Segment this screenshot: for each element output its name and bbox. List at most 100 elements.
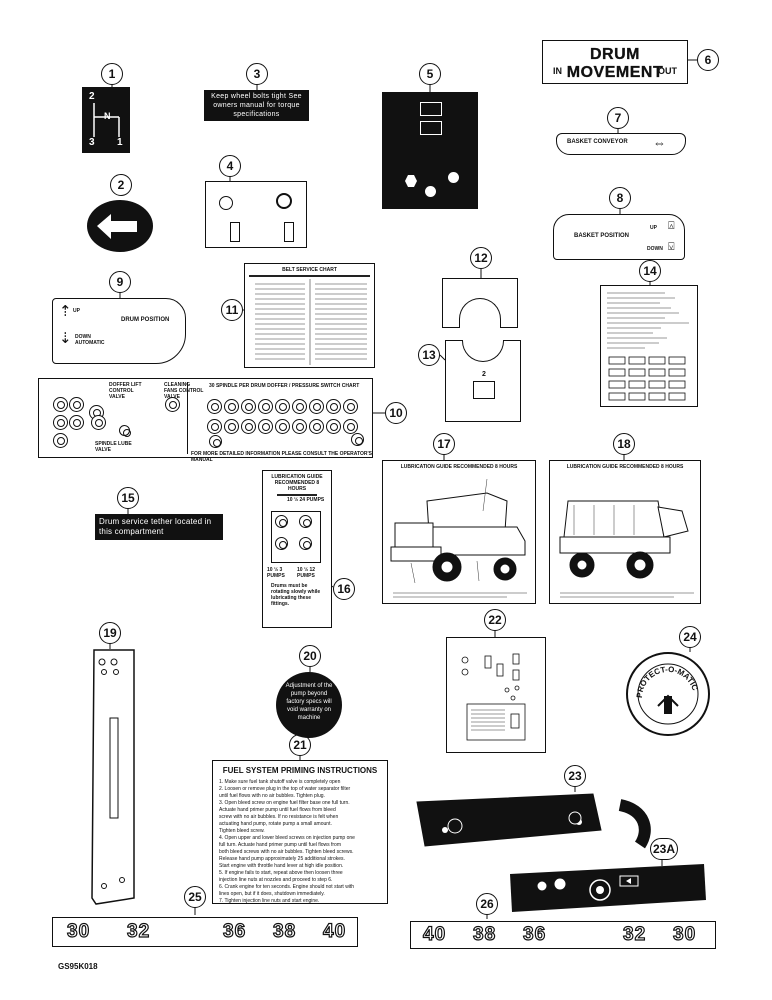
callout-5: 5 — [419, 63, 441, 85]
grease-fitting-icon — [299, 515, 312, 528]
drum-movement-out: OUT — [658, 66, 677, 76]
callout-12: 12 — [470, 247, 492, 269]
decal-25-number-strip: 30 32 36 38 40 — [52, 917, 358, 947]
lube-guide-16-title: LUBRICATION GUIDE RECOMMENDED 8 HOURS — [271, 474, 323, 492]
strip-26-number: 38 — [472, 923, 497, 945]
switch-symbol-icon — [53, 433, 68, 448]
strip-26-number: 36 — [522, 923, 547, 945]
callout-15: 15 — [117, 487, 139, 509]
spindle-lube-label: SPINDLE LUBE VALVE — [95, 441, 132, 453]
callout-25: 25 — [184, 886, 206, 908]
protect-o-matic-label: PROTECT-O-MATIC — [635, 665, 700, 698]
fuel-step-line: both bleed screws with no air bubbles. T… — [219, 849, 354, 855]
switch-symbol-icon — [351, 433, 364, 446]
hole-icon — [425, 186, 436, 197]
figure-code: GS95K018 — [58, 962, 98, 971]
decal-21-fuel-priming: FUEL SYSTEM PRIMING INSTRUCTIONS 1. Make… — [212, 760, 388, 904]
switch-cutout-icon — [420, 102, 442, 116]
basket-up-icon: ⍓ — [668, 220, 675, 232]
fuel-step-line: injection line nuts at nozzles and proce… — [219, 877, 333, 883]
shift-pattern-icon — [93, 103, 120, 137]
lube-guide-17-title: LUBRICATION GUIDE RECOMMENDED 8 HOURS — [400, 464, 518, 470]
decal-2-arrow — [87, 200, 153, 252]
switch-symbol-icon — [343, 399, 358, 414]
callout-23: 23 — [564, 765, 586, 787]
callout-10: 10 — [385, 402, 407, 424]
left-arrow-icon — [97, 214, 137, 239]
decal-10-doffer-chart: DOFFER LIFT CONTROL VALVE CLEANING FANS … — [38, 378, 373, 463]
decal-26-number-strip: 40 38 36 32 30 — [410, 921, 716, 949]
switch-symbol-icon — [326, 399, 341, 414]
decal-16-lube-guide: LUBRICATION GUIDE RECOMMENDED 8 HOURS 10… — [262, 470, 332, 628]
lube-top-label: 10 ½ 24 PUMPS — [287, 497, 325, 503]
decal-5-switch-panel — [382, 92, 478, 209]
strip-26-number: 32 — [622, 923, 647, 945]
decal-22-panel-diagram — [446, 637, 546, 753]
strip-25-number: 32 — [126, 920, 151, 942]
belt-chart-table-icon — [255, 279, 367, 365]
callout-13: 13 — [418, 344, 440, 366]
callout-8: 8 — [609, 187, 631, 209]
switch-symbol-icon — [241, 419, 256, 434]
basket-conveyor-label: BASKET CONVEYOR — [567, 139, 628, 145]
gear-label-3: 3 — [89, 137, 95, 148]
switch-symbol-icon — [119, 425, 131, 437]
switch-symbol-icon — [275, 399, 290, 414]
lube-mid-left-label: 10 ½ 3 PUMPS — [267, 567, 285, 579]
callout-19: 19 — [99, 622, 121, 644]
fuel-priming-title: FUEL SYSTEM PRIMING INSTRUCTIONS — [222, 766, 378, 775]
strip-25-number: 38 — [272, 920, 297, 942]
drum-up-label: UP — [73, 308, 80, 314]
lube-guide-18-title: LUBRICATION GUIDE RECOMMENDED 8 HOURS — [566, 464, 684, 470]
fuel-step-line: full turn. Actuate hand primer pump unti… — [219, 842, 342, 848]
switch-symbol-icon — [53, 415, 68, 430]
fuel-step-line: 7. Tighten injection line nuts and start… — [219, 898, 320, 904]
drum-down-label: DOWN AUTOMATIC — [75, 334, 105, 346]
switch-symbol-icon — [292, 399, 307, 414]
window-cutout-icon — [473, 381, 495, 399]
double-arrow-icon: ⇔ — [653, 135, 666, 150]
basket-position-label: BASKET POSITION — [574, 233, 630, 239]
lube-note: Drums must be rotating slowly while lubr… — [271, 583, 321, 607]
callout-22: 22 — [484, 609, 506, 631]
doffer-chart-footer: FOR MORE DETAILED INFORMATION PLEASE CON… — [191, 451, 373, 463]
callout-16: 16 — [333, 578, 355, 600]
switch-symbol-icon — [309, 419, 324, 434]
fuel-step-line: 2. Loosen or remove plug in the top of w… — [219, 786, 351, 792]
switch-cutout-icon — [420, 121, 442, 135]
callout-1: 1 — [101, 63, 123, 85]
fuel-step-line: Tighten bleed screw. — [219, 828, 265, 834]
strip-26-number: 30 — [672, 923, 697, 945]
decal-11-belt-chart: BELT SERVICE CHART — [244, 263, 375, 368]
decal-15-service-tether: Drum service tether located in this comp… — [95, 514, 223, 540]
drum-movement-in: IN — [553, 66, 562, 76]
callout-17: 17 — [433, 433, 455, 455]
lube-mid-right-label: 10 ½ 12 PUMPS — [297, 567, 316, 579]
hex-hole-icon — [405, 175, 417, 187]
basket-down-label: DOWN — [647, 246, 663, 252]
strip-25-number: 30 — [66, 920, 91, 942]
decal-14-instruction-keypad — [600, 285, 698, 407]
basket-down-icon: ⍌ — [668, 241, 675, 253]
callout-7: 7 — [607, 107, 629, 129]
fuel-step-line: 3. Open bleed screw on engine fuel filte… — [219, 800, 350, 806]
callout-6: 6 — [697, 49, 719, 71]
grease-fitting-icon — [275, 537, 288, 550]
cotton-picker-icon — [390, 478, 527, 598]
fuel-step-line: Start engine with throttle hand lever at… — [219, 863, 344, 869]
switch-symbol-icon — [207, 419, 222, 434]
switch-symbol-icon — [224, 419, 239, 434]
decal-24-protect-o-matic: PROTECT-O-MATIC — [626, 652, 710, 736]
fuel-step-line: actuating hand pump, rotate pump a small… — [219, 821, 332, 827]
switch-symbol-icon — [53, 397, 68, 412]
gear-label-2: 2 — [89, 91, 95, 102]
callout-3: 3 — [246, 63, 268, 85]
decal-4-control-plate — [205, 181, 307, 248]
instruction-keypad-icon — [607, 292, 689, 401]
callout-14: 14 — [639, 260, 661, 282]
switch-symbol-icon — [165, 397, 180, 412]
doffer-lift-label: DOFFER LIFT CONTROL VALVE — [109, 382, 142, 400]
switch-symbol-icon — [224, 399, 239, 414]
strip-25-number: 40 — [322, 920, 347, 942]
drum-movement-title: DRUM MOVEMENT — [566, 46, 664, 81]
